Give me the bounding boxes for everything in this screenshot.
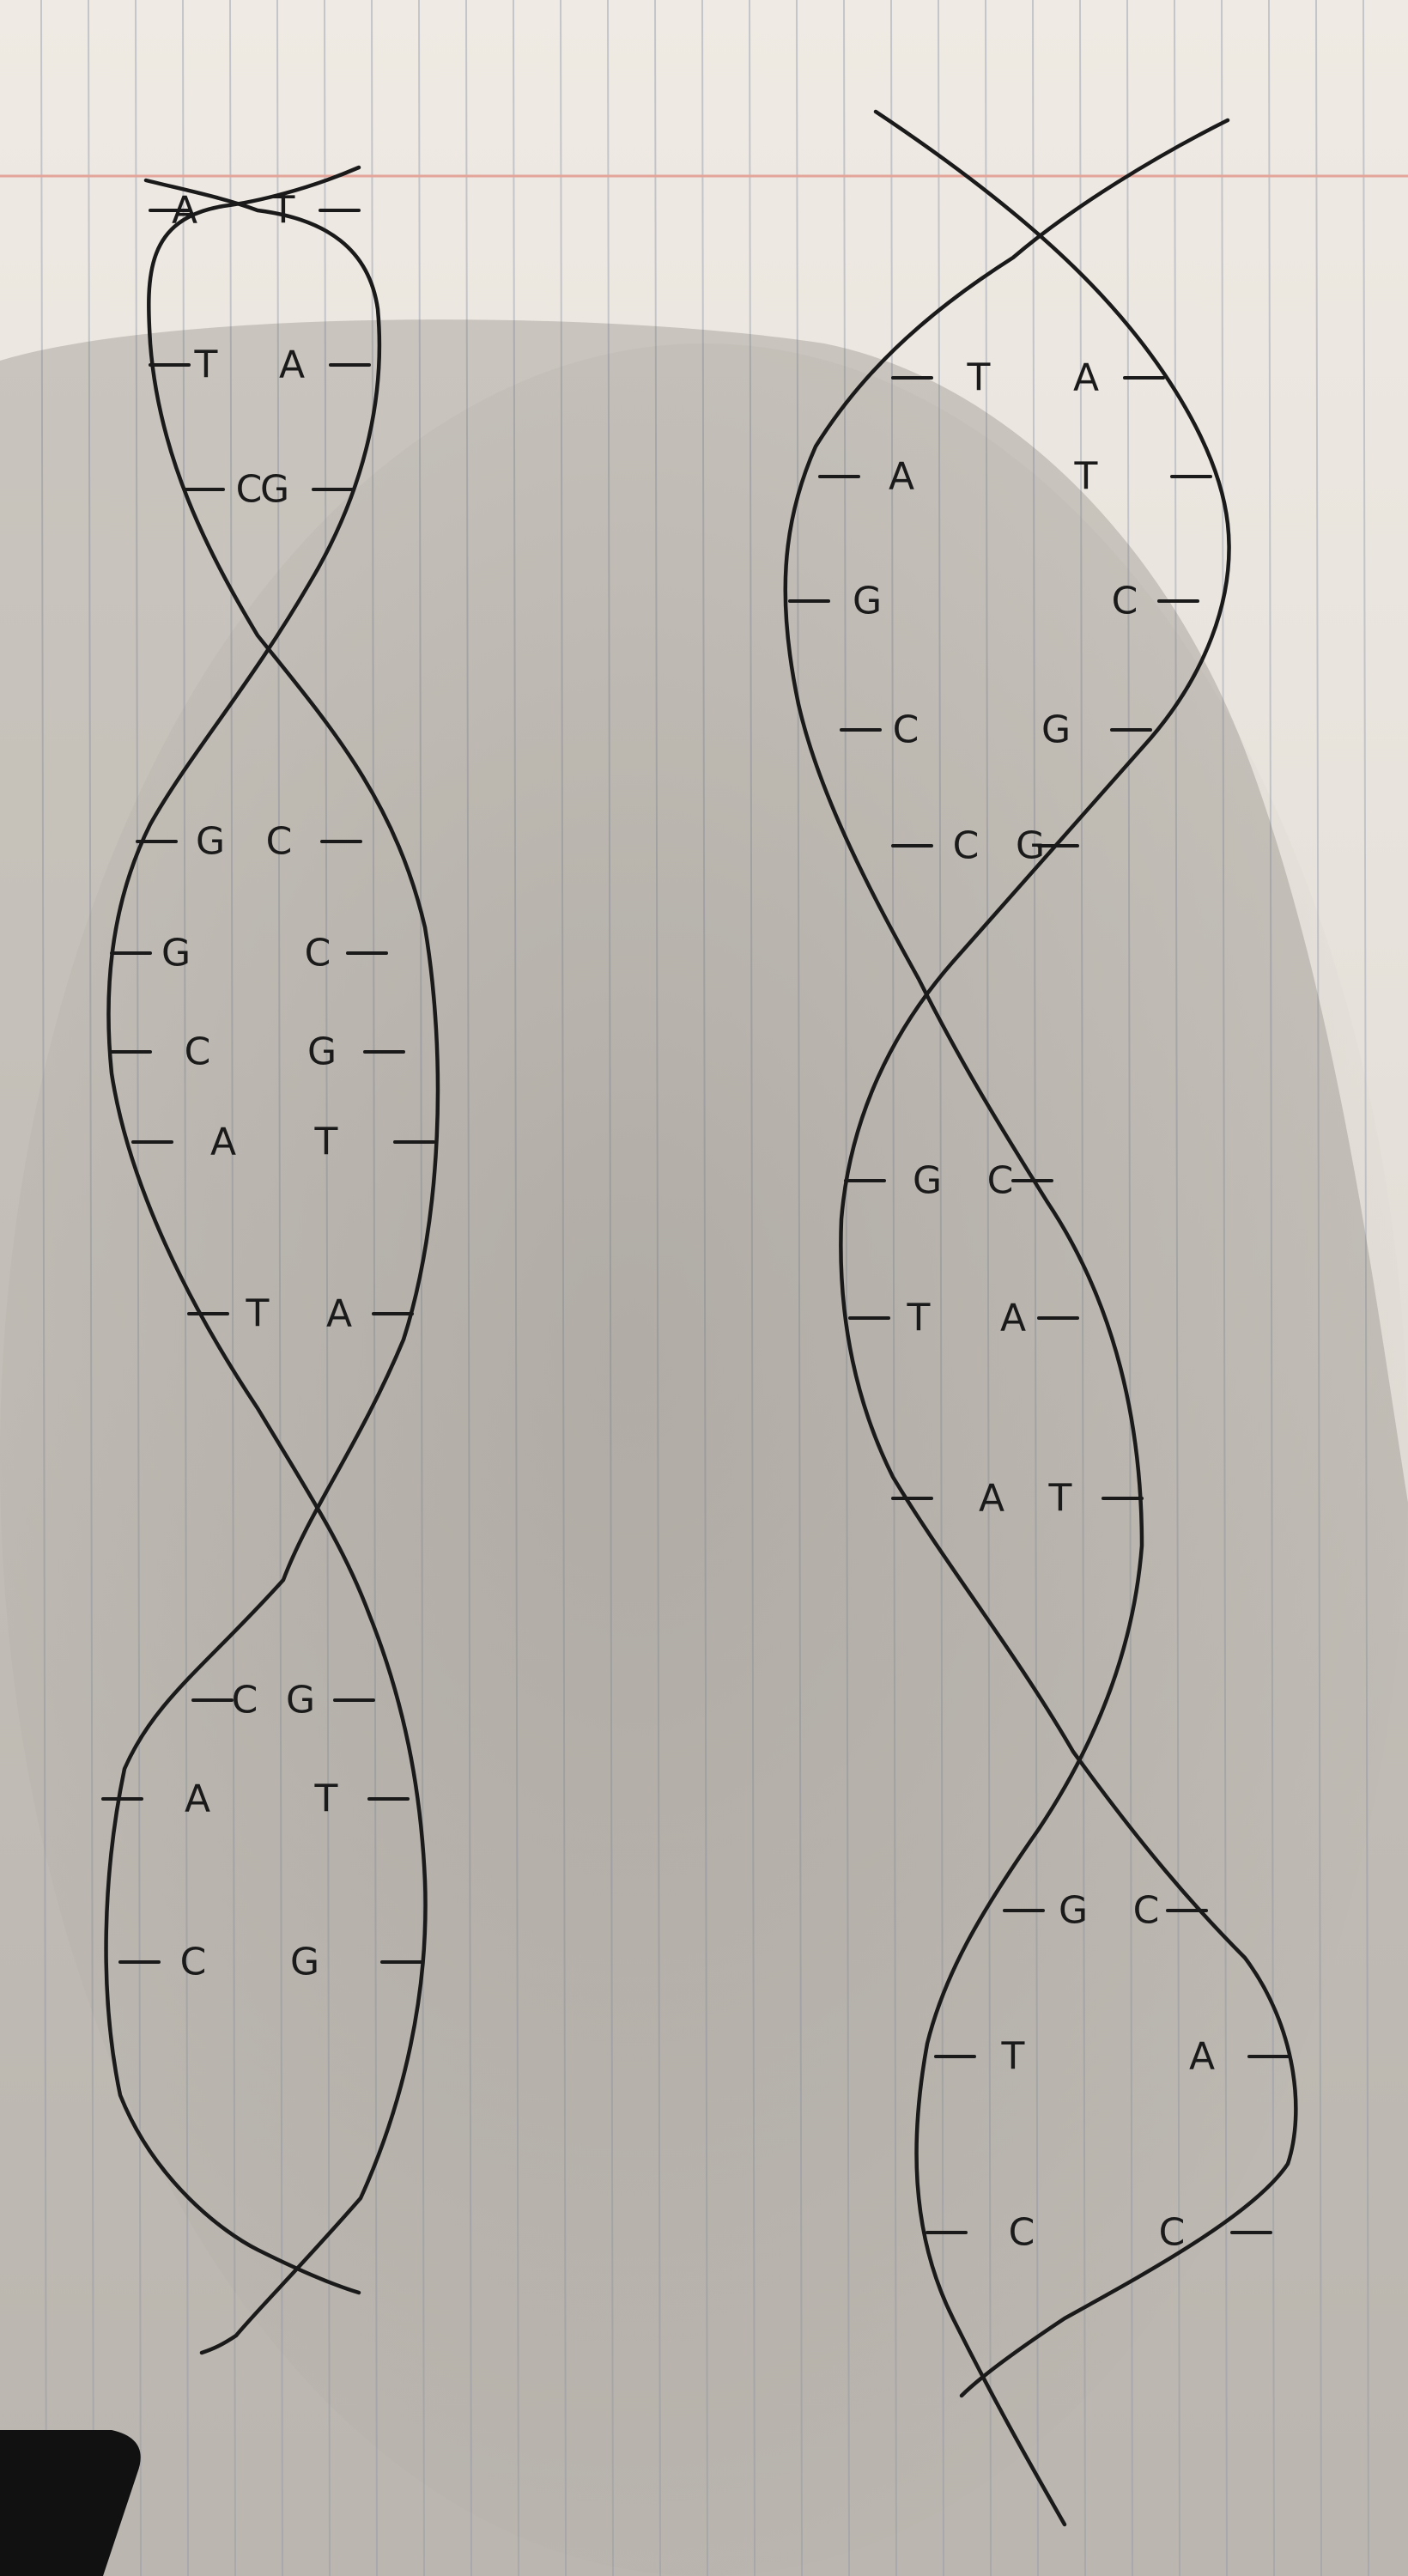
right-helix-strand-b xyxy=(783,118,1230,2527)
right-helix-base-left: T xyxy=(967,356,991,400)
left-helix-base-left: T xyxy=(194,343,218,387)
right-helix-base-right: T xyxy=(1048,1477,1072,1521)
right-helix-base-right: A xyxy=(1189,2035,1215,2079)
left-helix-base-right: A xyxy=(279,343,305,387)
right-helix-base-right: C xyxy=(1133,1889,1160,1933)
left-helix-base-left: A xyxy=(185,1777,210,1821)
right-helix-base-left: C xyxy=(893,708,919,752)
left-helix-base-left: C xyxy=(180,1941,207,1984)
right-helix-base-right: C xyxy=(987,1159,1014,1203)
left-helix-base-left: A xyxy=(172,189,197,233)
right-helix-base-right: C xyxy=(1159,2211,1186,2255)
left-helix-base-left: C xyxy=(185,1030,211,1074)
left-helix-strand-b xyxy=(106,178,428,2355)
left-helix-base-left: T xyxy=(246,1292,270,1336)
right-helix-base-right: G xyxy=(1016,824,1045,868)
right-helix-base-right: T xyxy=(1074,455,1098,499)
left-helix-base-right: G xyxy=(290,1941,319,1984)
right-helix-base-left: G xyxy=(1059,1889,1088,1933)
left-helix-base-right: T xyxy=(314,1777,338,1821)
left-helix-strand-a xyxy=(104,165,440,2295)
left-helix-base-right: T xyxy=(314,1121,338,1164)
left-helix-base-left: G xyxy=(161,932,191,975)
right-helix-base-left: G xyxy=(913,1159,942,1203)
left-helix-base-right: G xyxy=(286,1679,315,1722)
right-helix-base-right: A xyxy=(1000,1297,1026,1340)
left-helix-base-right: G xyxy=(307,1030,337,1074)
right-helix-base-left: A xyxy=(889,455,914,499)
right-helix-base-left: C xyxy=(953,824,980,868)
left-helix-base-right: C xyxy=(305,932,331,975)
dark-corner-object xyxy=(0,2430,141,2576)
left-helix-base-left: C xyxy=(236,468,263,512)
right-helix-base-left: C xyxy=(1009,2211,1035,2255)
left-helix-base-left: G xyxy=(196,820,225,864)
left-helix-base-left: C xyxy=(232,1679,258,1722)
right-helix-base-left: A xyxy=(979,1477,1004,1521)
right-helix-base-left: T xyxy=(907,1297,931,1340)
left-helix-base-right: G xyxy=(260,468,289,512)
right-helix-base-right: C xyxy=(1112,580,1138,623)
right-helix-base-left: G xyxy=(853,580,882,623)
left-helix-base-right: C xyxy=(266,820,293,864)
left-helix-base-left: A xyxy=(210,1121,236,1164)
left-helix-base-right: T xyxy=(271,189,295,233)
left-helix-base-right: A xyxy=(326,1292,352,1336)
right-helix-strand-a xyxy=(839,109,1298,2398)
right-helix-base-right: G xyxy=(1041,708,1071,752)
right-helix-base-right: A xyxy=(1073,356,1099,400)
right-helix-base-left: T xyxy=(1001,2035,1025,2079)
